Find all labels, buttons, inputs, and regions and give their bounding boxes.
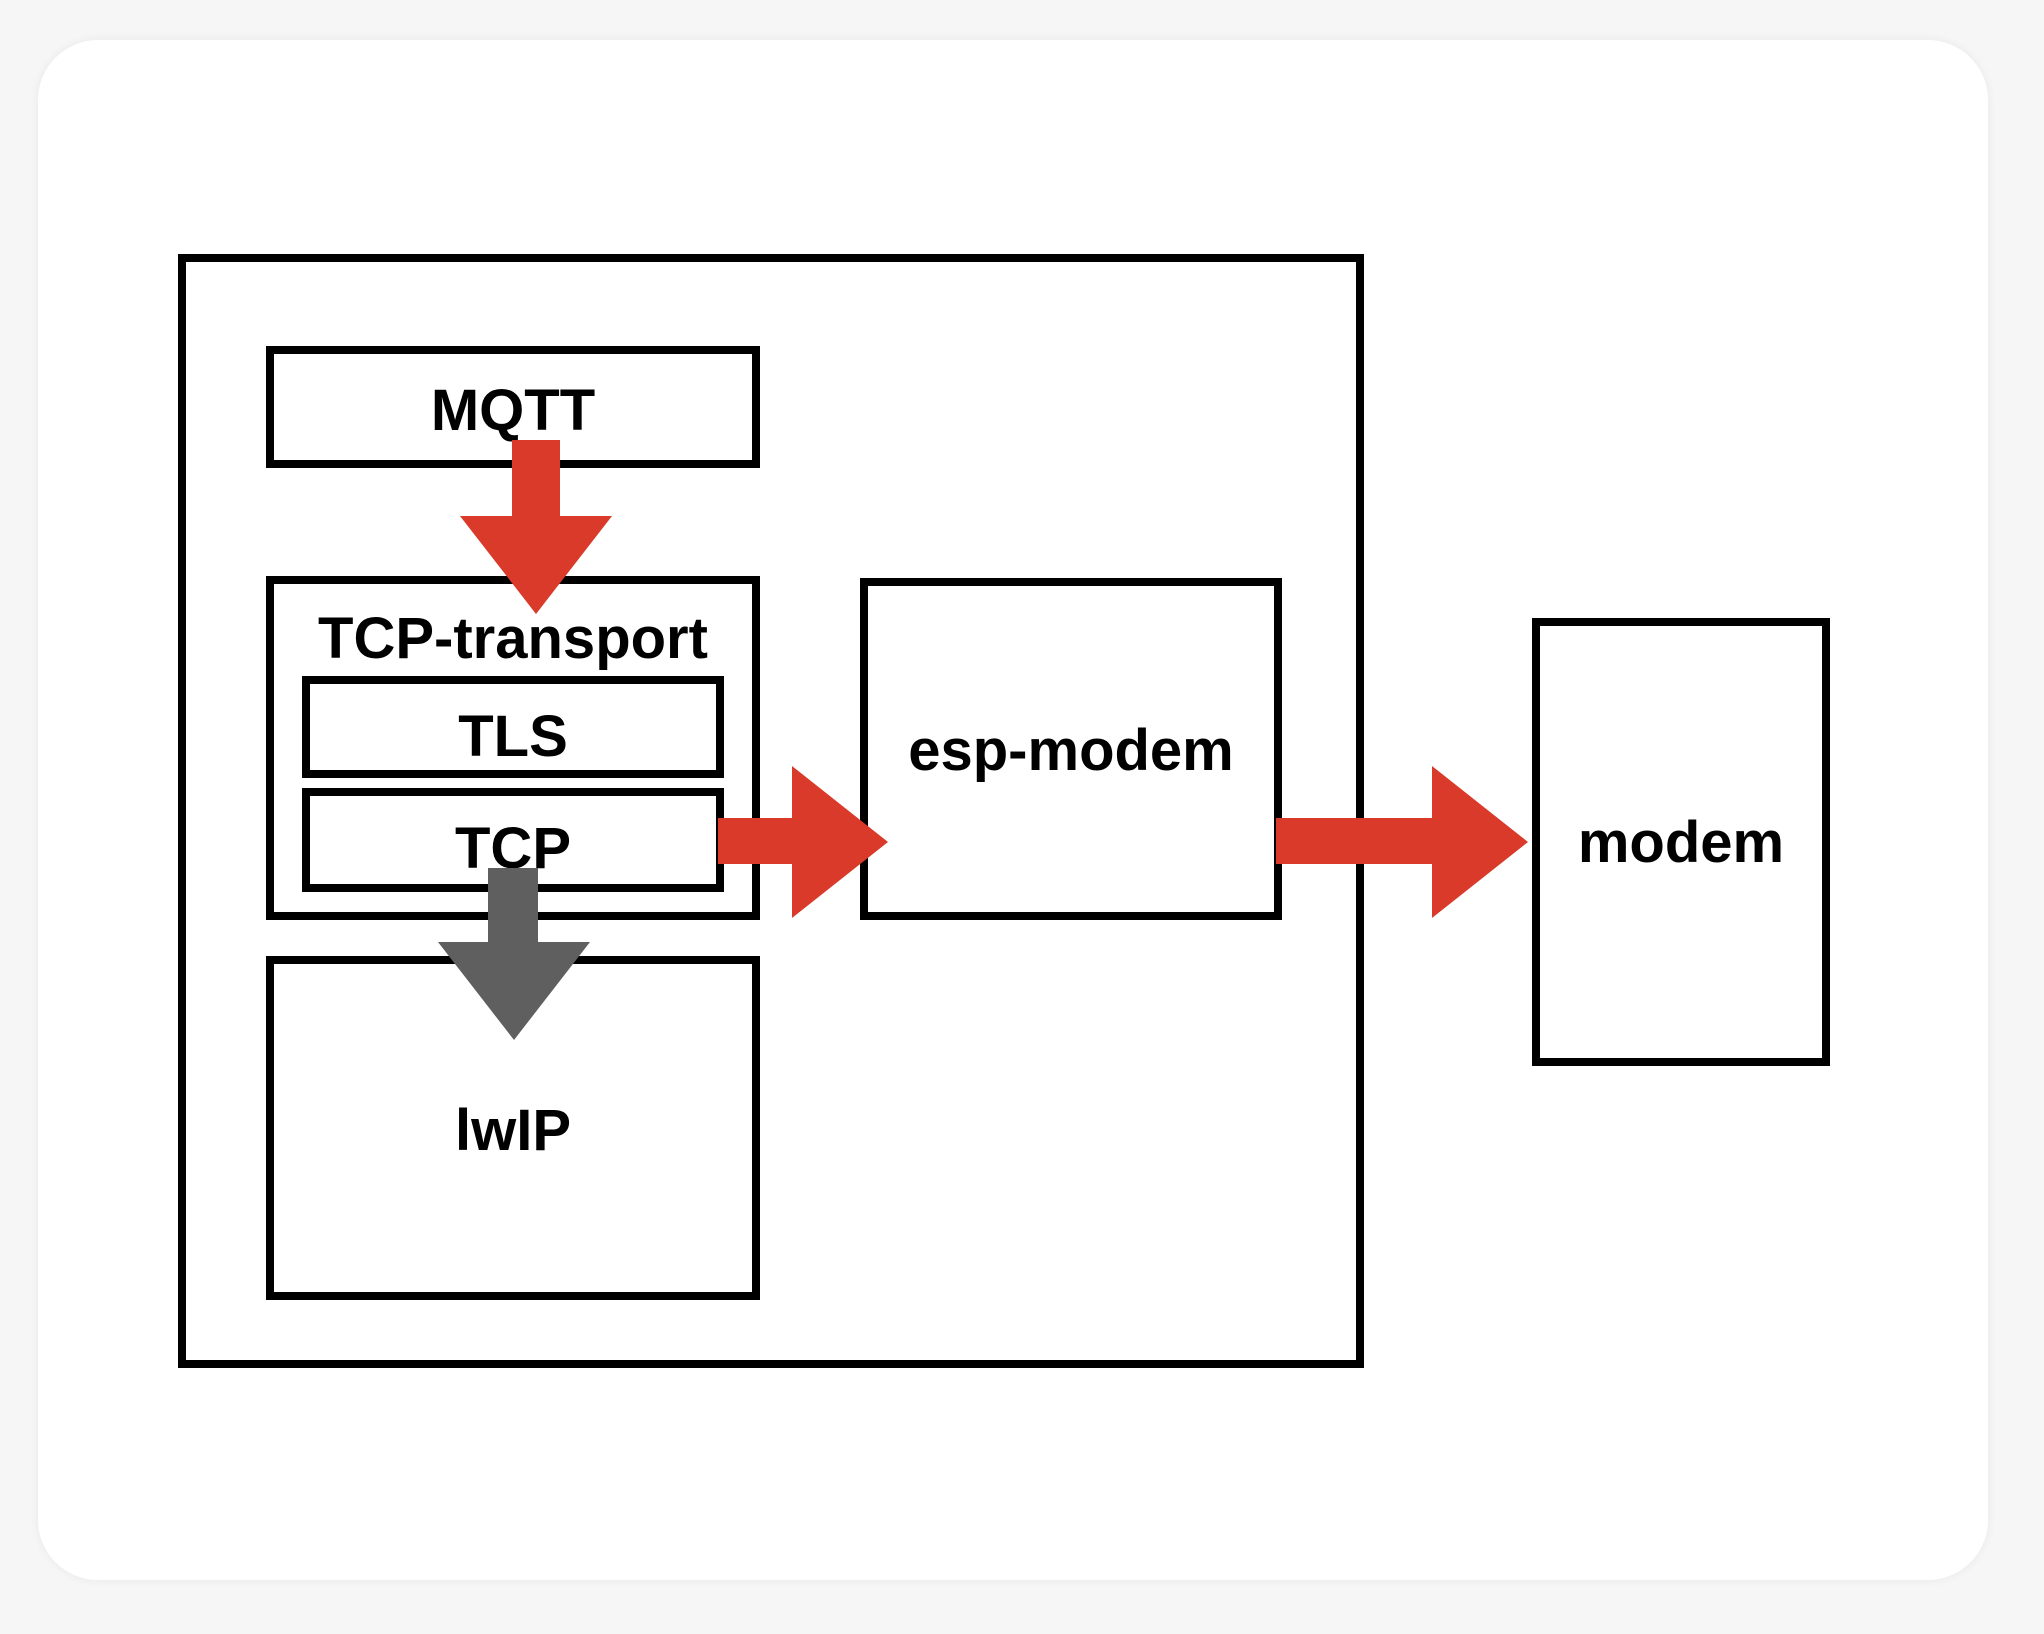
device-boundary (178, 254, 1364, 1368)
esp-modem-label: esp-modem (908, 718, 1234, 783)
tls-box (302, 676, 724, 778)
lwip-box (266, 956, 760, 1300)
arrow-tcp-to-lwip (438, 868, 590, 1040)
tls-label: TLS (458, 704, 568, 769)
mqtt-label: MQTT (431, 378, 595, 443)
arrow-mqtt-to-tcp-transport (460, 440, 612, 614)
modem-box (1532, 618, 1830, 1066)
modem-label: modem (1578, 810, 1784, 875)
tcp-transport-label: TCP-transport (318, 606, 708, 671)
arrow-tcp-to-esp-modem (718, 766, 888, 918)
lwip-label: lwIP (455, 1098, 571, 1163)
arrow-esp-modem-to-modem (1276, 766, 1528, 918)
esp-modem-box (860, 578, 1282, 920)
